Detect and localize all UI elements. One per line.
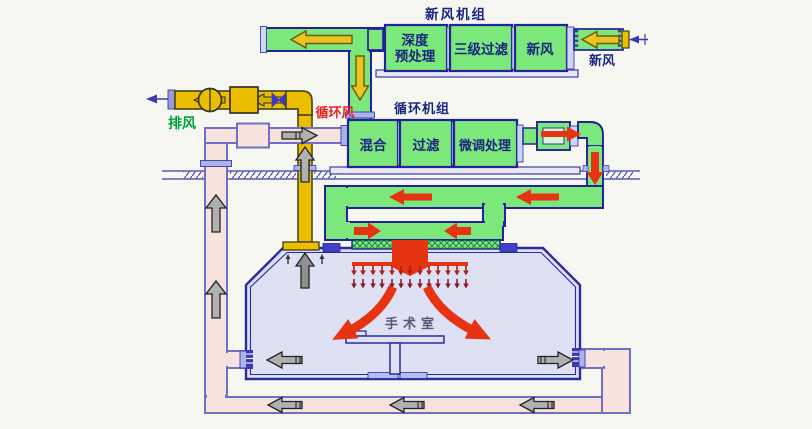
riser-up-arrow-icon bbox=[204, 279, 228, 319]
riser-up-arrow-icon bbox=[204, 193, 228, 233]
bottom-duct-arrow-icon bbox=[388, 396, 425, 414]
room-left-exit-arrow-icon bbox=[265, 350, 303, 370]
fresh-air-unit-label: 新风机组 bbox=[425, 6, 487, 23]
room-floor-hatch-left bbox=[367, 372, 399, 379]
operating-table-pedestal bbox=[389, 342, 401, 375]
room-inner-wall bbox=[249, 251, 577, 376]
supply-loop bbox=[322, 126, 610, 252]
room-exhaust-intake bbox=[282, 145, 326, 289]
deep-pretreatment-label-line1: 深度 bbox=[402, 32, 429, 49]
bottom-duct-arrow-icon bbox=[518, 396, 555, 414]
supply-flow-arrow-icon bbox=[389, 189, 432, 205]
operating-room bbox=[244, 246, 582, 381]
fan-discharge-arrow-icon bbox=[541, 126, 581, 142]
exhaust-damper-icon bbox=[271, 92, 280, 108]
fresh-air-module bbox=[513, 23, 569, 73]
fresh-air-inlet-arrow-icon bbox=[580, 30, 620, 50]
fresh-air-down-arrow-icon bbox=[350, 55, 370, 102]
duct-end-cap bbox=[260, 26, 267, 53]
airflow-curve-left-icon bbox=[332, 285, 398, 340]
room-right-exit-arrow-icon bbox=[537, 350, 575, 370]
filtration-label: 过滤 bbox=[413, 137, 440, 154]
room-floor-hatch-right bbox=[399, 372, 428, 379]
supply-upper-duct bbox=[339, 185, 604, 209]
return-flow-arrows bbox=[204, 126, 575, 414]
mixing-module bbox=[346, 118, 400, 169]
operating-table-top bbox=[345, 335, 445, 344]
plenum-arrow-icon bbox=[444, 222, 471, 240]
riser-slab-flange bbox=[200, 160, 232, 167]
return-silencer bbox=[236, 122, 270, 149]
fresh-air-unit bbox=[367, 23, 648, 73]
circulation-unit-label: 循环机组 bbox=[394, 101, 450, 117]
mixing-label: 混合 bbox=[360, 137, 387, 154]
bottom-duct-arrow-icon bbox=[266, 396, 303, 414]
exhaust-ceiling-tee bbox=[282, 241, 320, 251]
deep-pretreatment-label-line2: 预处理 bbox=[395, 48, 436, 65]
circulating-air-label: 循环风 bbox=[315, 105, 354, 121]
fresh-air-left-arrow-icon bbox=[289, 29, 353, 50]
downcomer-arrow-icon bbox=[586, 152, 604, 185]
exhaust-up-arrow-icon bbox=[294, 145, 316, 183]
exhaust-line bbox=[146, 86, 313, 116]
three-stage-filtration-label: 三级过滤 bbox=[454, 41, 508, 58]
branch-flange bbox=[345, 111, 375, 119]
exhaust-elbow bbox=[285, 90, 313, 116]
deep-pretreatment-module bbox=[383, 23, 449, 73]
supply-flow-arrow-icon bbox=[516, 189, 559, 205]
fresh-air-inlet-label: 新风 bbox=[589, 53, 615, 69]
fresh-air-ductwork bbox=[260, 26, 384, 121]
room-exhaust-up-arrow-icon bbox=[294, 251, 316, 289]
exhaust-silencer bbox=[229, 86, 259, 114]
airflow-curve-right-icon bbox=[422, 284, 491, 340]
fine-tuning-module bbox=[452, 118, 519, 169]
room-outline bbox=[244, 246, 582, 381]
fresh-air-module-label: 新风 bbox=[527, 41, 555, 58]
three-stage-filtration-module bbox=[448, 23, 514, 73]
room-exhaust-grilles bbox=[239, 348, 586, 369]
fine-tuning-label: 微调处理 bbox=[458, 138, 511, 154]
exhaust-outlet-arrow-icon bbox=[146, 94, 157, 104]
operating-room-label: 手术室 bbox=[385, 316, 439, 332]
hepa-supply-outlet bbox=[392, 240, 428, 264]
filtration-module bbox=[398, 118, 454, 169]
arrow-stripes bbox=[295, 132, 553, 408]
plenum-arrow-icon bbox=[354, 222, 381, 240]
exhaust-air-label: 排风 bbox=[168, 115, 196, 132]
room-air-supply bbox=[332, 240, 491, 340]
